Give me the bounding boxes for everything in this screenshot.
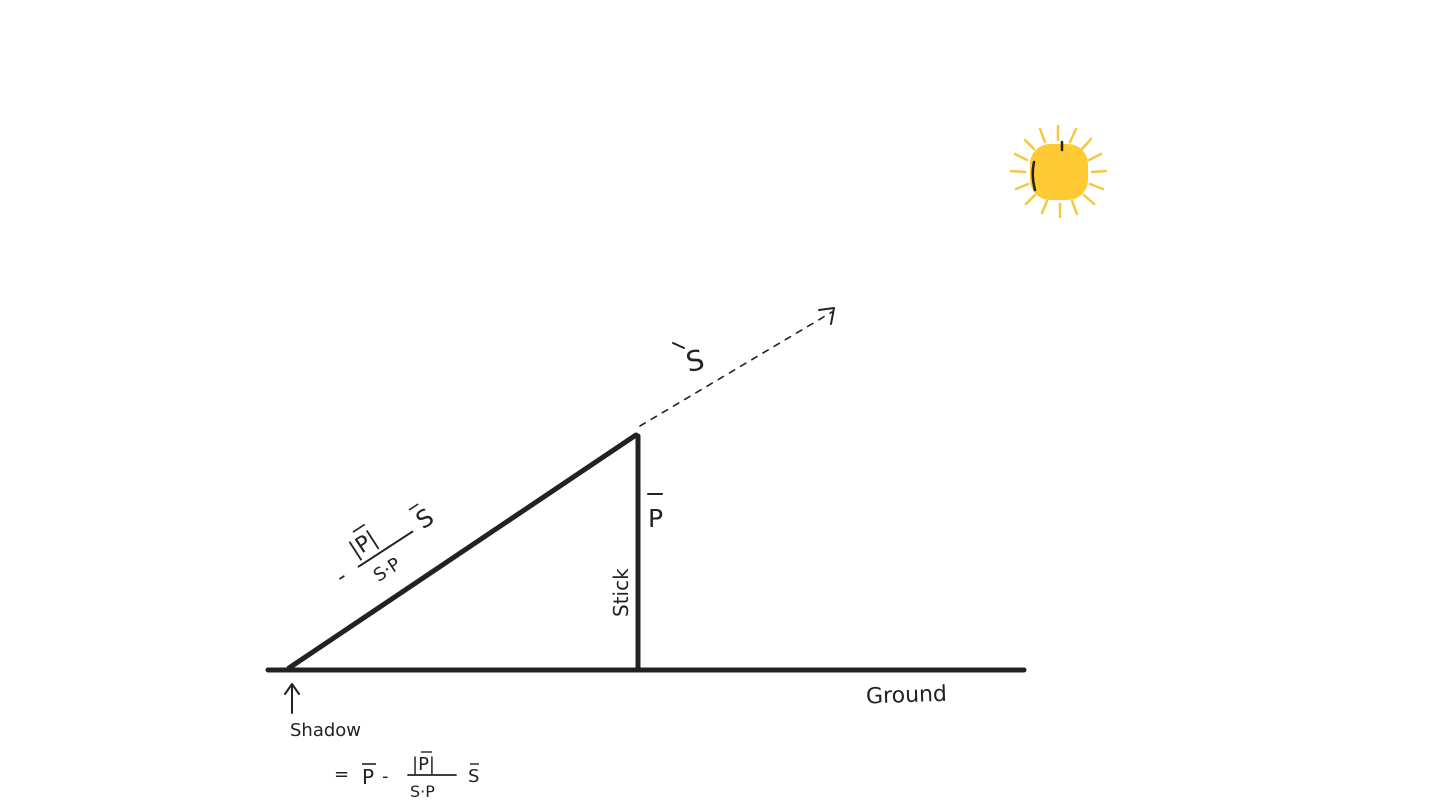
hyp-numerator-bar	[352, 523, 366, 533]
hyp-vector-bar	[408, 503, 419, 511]
stick-label: Stick	[609, 568, 633, 617]
sun-vector-bar	[672, 342, 685, 349]
hyp-denominator: S·P	[370, 554, 405, 587]
hyp-minus: -	[331, 564, 351, 589]
stick-vector-label: P	[647, 493, 663, 533]
ground-label: Ground	[866, 682, 948, 710]
sun-outline	[1031, 140, 1064, 192]
hyp-fraction-bar	[357, 530, 414, 568]
sun-icon	[1009, 124, 1108, 219]
hypotenuse-expression: - |P| S·P S	[331, 503, 439, 590]
sun-ray-line	[639, 311, 833, 427]
formula-minus: -	[382, 766, 389, 787]
sun-disc	[1030, 144, 1088, 200]
dashed-arrow-icon	[639, 307, 835, 427]
sun-vector-text: S	[683, 343, 707, 379]
sun-vector-label: S	[672, 342, 707, 379]
sun-ray-arrowhead	[818, 307, 835, 325]
formula-numerator: |P|	[412, 754, 435, 775]
formula-denominator: S·P	[410, 782, 435, 801]
hyp-numerator: |P|	[345, 527, 382, 563]
shadow-label: Shadow	[290, 720, 361, 741]
up-arrow-icon	[284, 683, 300, 714]
formula-p: P	[362, 765, 374, 789]
shadow-formula: = P - |P| S·P S	[334, 751, 479, 801]
sun-rays	[1009, 124, 1108, 219]
stick-vector-text: P	[648, 504, 663, 533]
shadow-ray-line	[286, 432, 639, 671]
hyp-vector-text: S	[411, 503, 439, 535]
formula-s: S	[468, 766, 479, 787]
formula-equals: =	[334, 764, 349, 785]
